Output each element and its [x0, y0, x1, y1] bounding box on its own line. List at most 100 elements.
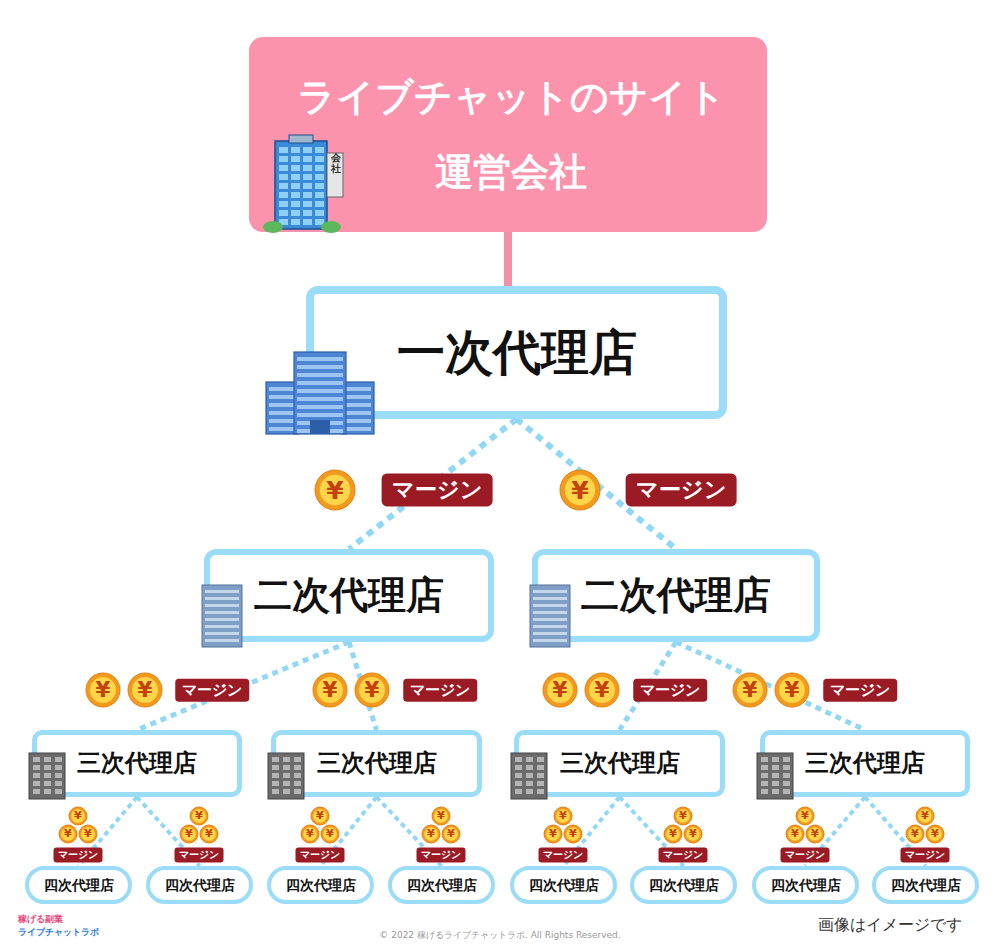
- yen-symbol: ¥: [437, 810, 445, 821]
- coin-rim: [544, 825, 562, 843]
- coin-icon: [79, 825, 97, 843]
- margin-label: マージン: [633, 679, 707, 702]
- dotted-link: [349, 419, 517, 549]
- yen-symbol: ¥: [689, 828, 697, 839]
- agency-name: 一次代理店: [397, 324, 637, 382]
- coin-face: [192, 809, 206, 823]
- margin-label: マージン: [54, 847, 103, 862]
- coin-face: [303, 827, 317, 841]
- coin-rim: [775, 673, 809, 707]
- coin-face: [323, 827, 337, 841]
- coin-icon: [560, 470, 600, 510]
- agency-name: 二次代理店: [581, 573, 771, 619]
- yen-symbol: ¥: [185, 828, 193, 839]
- coin-icon: [786, 825, 804, 843]
- coin-icon: [190, 807, 208, 825]
- yen-symbol: ¥: [64, 828, 72, 839]
- agency-box: 四次代理店: [752, 866, 859, 904]
- coin-face: [808, 827, 822, 841]
- agency-name: 四次代理店: [891, 877, 961, 894]
- yen-symbol: ¥: [785, 679, 800, 700]
- small-building-icon: [29, 753, 65, 799]
- office-building-icon: [530, 585, 570, 647]
- coin-face: [320, 475, 350, 505]
- coin-icon: [916, 807, 934, 825]
- coin-rim: [321, 825, 339, 843]
- coin-rim: [200, 825, 218, 843]
- coin-icon: [59, 825, 77, 843]
- coin-face: [547, 677, 573, 703]
- yen-symbol: ¥: [569, 828, 577, 839]
- yen-symbol: ¥: [931, 828, 939, 839]
- solid-link: [504, 232, 512, 286]
- coin-icon: [554, 807, 572, 825]
- margin-label: マージン: [781, 847, 830, 862]
- coin-rim: [564, 825, 582, 843]
- agency-name: 三次代理店: [77, 749, 197, 778]
- coin-icon: [200, 825, 218, 843]
- coin-face: [71, 809, 85, 823]
- yen-symbol: ¥: [326, 478, 343, 503]
- margin-label: マージン: [296, 847, 345, 862]
- coin-icon: [806, 825, 824, 843]
- coin-rim: [313, 673, 347, 707]
- coin-face: [788, 827, 802, 841]
- coin-face: [182, 827, 196, 841]
- yen-symbol: ¥: [801, 810, 809, 821]
- coin-rim: [916, 807, 934, 825]
- coin-rim: [59, 825, 77, 843]
- coin-face: [424, 827, 438, 841]
- coin-face: [565, 475, 595, 505]
- coin-rim: [311, 807, 329, 825]
- coin-face: [798, 809, 812, 823]
- coin-icon: [86, 673, 120, 707]
- yen-symbol: ¥: [326, 828, 334, 839]
- yen-symbol: ¥: [559, 810, 567, 821]
- coin-icon: [432, 807, 450, 825]
- dotted-link: [137, 642, 349, 730]
- coin-rim: [906, 825, 924, 843]
- coin-rim: [69, 807, 87, 825]
- agency-name: 四次代理店: [407, 877, 477, 894]
- agency-name: 四次代理店: [771, 877, 841, 894]
- agency-name: 四次代理店: [286, 877, 356, 894]
- coin-icon: [775, 673, 809, 707]
- agency-box: 三次代理店: [32, 730, 242, 797]
- coin-rim: [86, 673, 120, 707]
- coin-icon: [544, 825, 562, 843]
- yen-symbol: ¥: [679, 810, 687, 821]
- coin-face: [434, 809, 448, 823]
- coin-face: [202, 827, 216, 841]
- agency-name: 二次代理店: [254, 573, 444, 619]
- agency-box: 四次代理店: [872, 866, 979, 904]
- coin-face: [313, 809, 327, 823]
- yen-symbol: ¥: [306, 828, 314, 839]
- office-complex-icon: [266, 352, 374, 434]
- yen-symbol: ¥: [549, 828, 557, 839]
- coin-rim: [442, 825, 460, 843]
- coin-icon: [664, 825, 682, 843]
- small-building-icon: [268, 753, 304, 799]
- coin-face: [918, 809, 932, 823]
- yen-symbol: ¥: [553, 679, 568, 700]
- margin-label: マージン: [659, 847, 708, 862]
- coin-rim: [128, 673, 162, 707]
- company-box: ライブチャットのサイト 運営会社: [249, 37, 767, 232]
- coin-face: [546, 827, 560, 841]
- coin-icon: [128, 673, 162, 707]
- agency-box: 三次代理店: [760, 730, 970, 797]
- margin-label: マージン: [175, 679, 249, 702]
- yen-symbol: ¥: [595, 679, 610, 700]
- coin-rim: [301, 825, 319, 843]
- coin-face: [928, 827, 942, 841]
- coin-face: [61, 827, 75, 841]
- coin-rim: [684, 825, 702, 843]
- agency-name: 四次代理店: [649, 877, 719, 894]
- coin-icon: [674, 807, 692, 825]
- agency-box: 四次代理店: [25, 866, 132, 904]
- coin-icon: [733, 673, 767, 707]
- coin-face: [556, 809, 570, 823]
- coin-face: [666, 827, 680, 841]
- yen-symbol: ¥: [791, 828, 799, 839]
- coin-rim: [79, 825, 97, 843]
